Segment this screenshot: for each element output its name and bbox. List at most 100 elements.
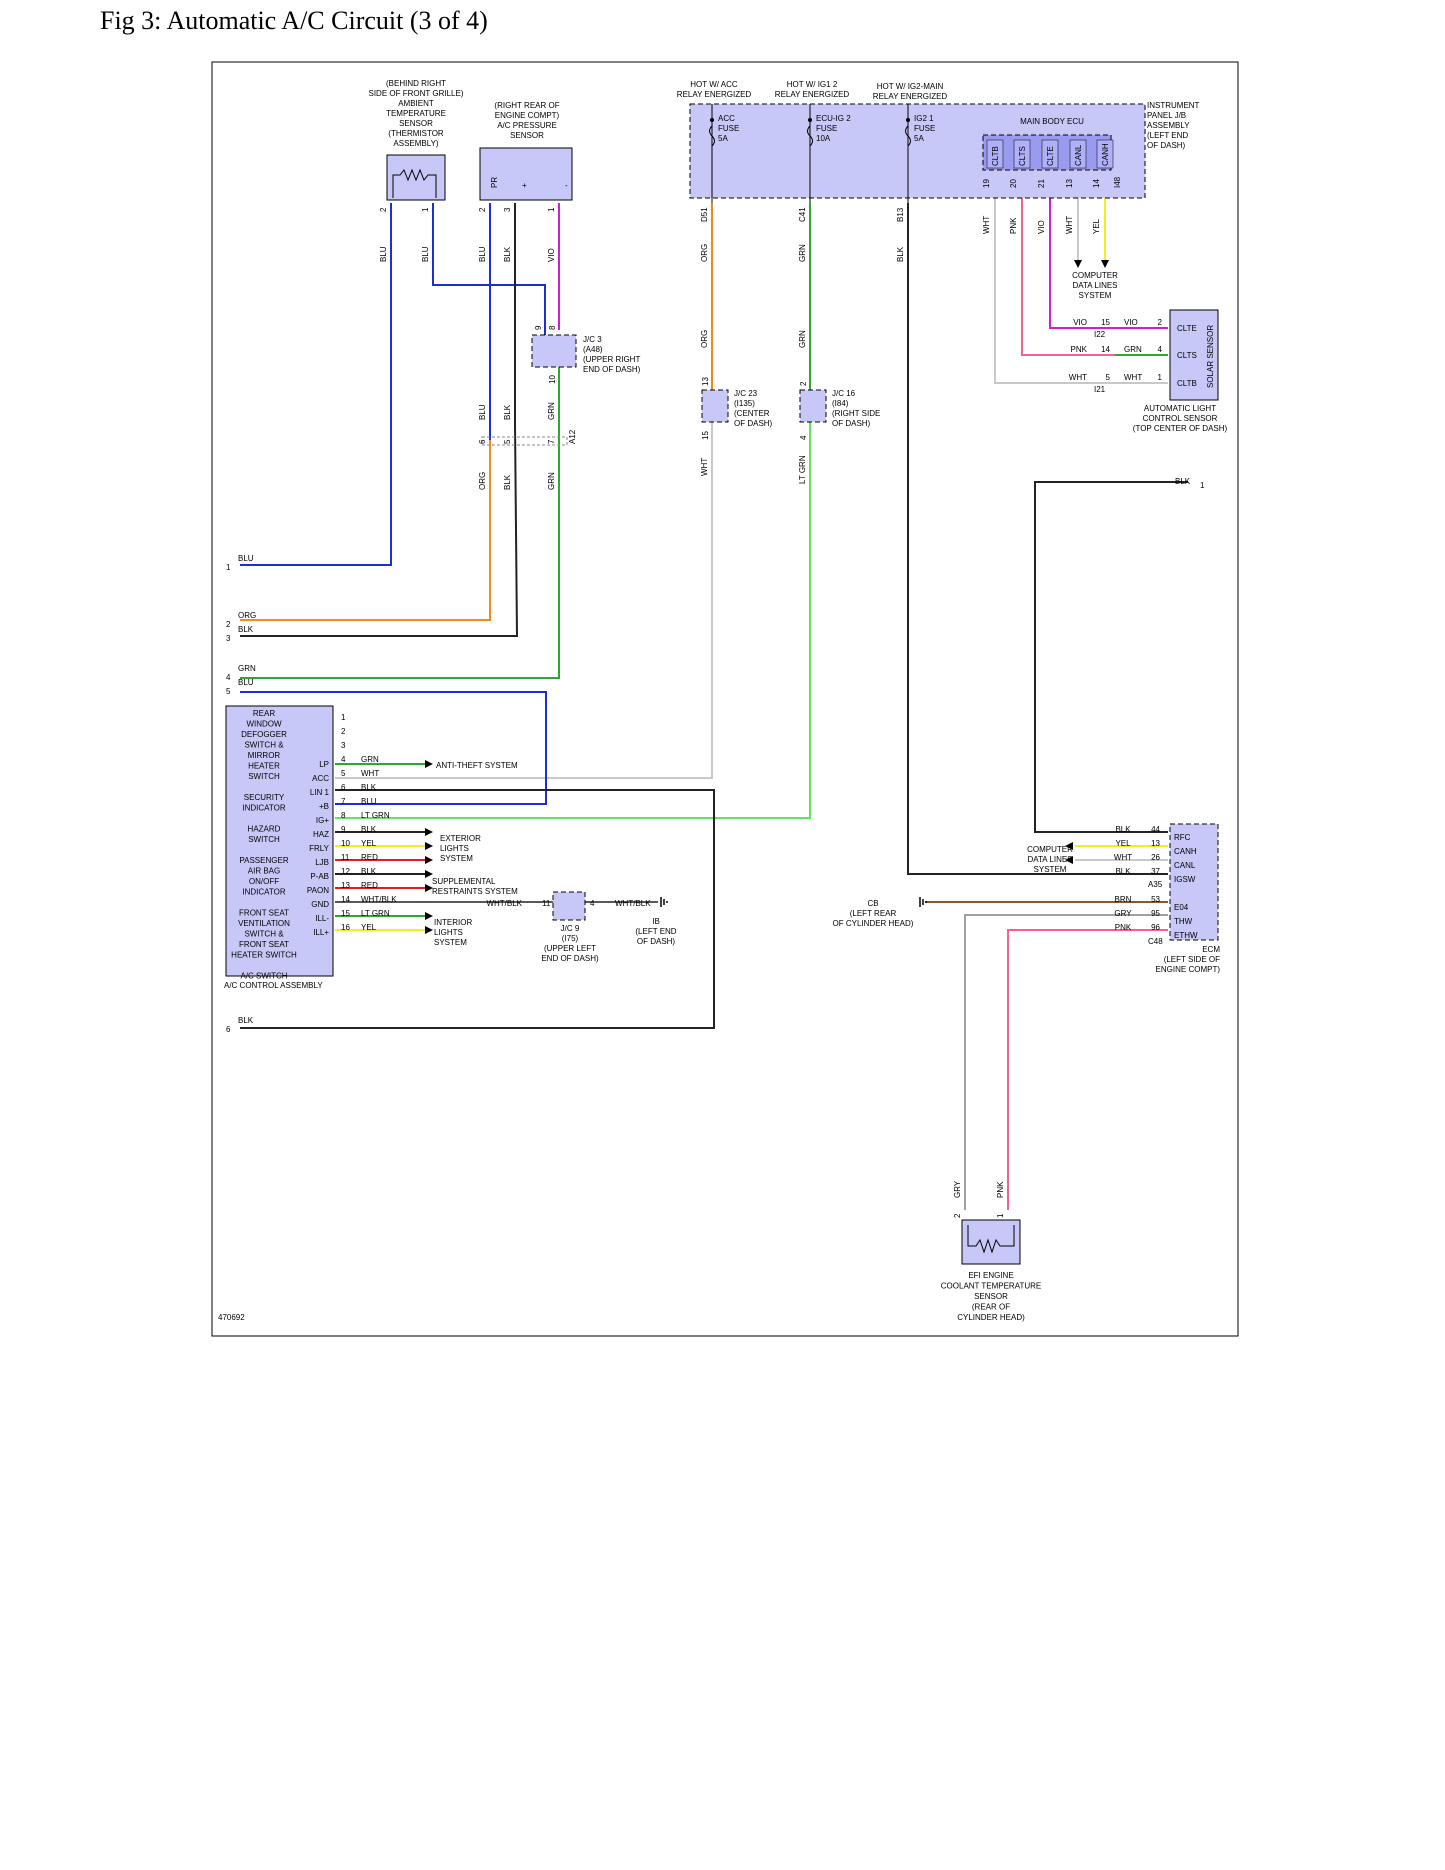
jc9-box	[552, 891, 586, 921]
ac-pin-signal: LIN 1	[310, 788, 330, 797]
ac-control-label: ON/OFF	[249, 877, 279, 886]
int-lights-label: INTERIOR	[434, 918, 472, 927]
ac-pin-signal: PAON	[307, 886, 329, 895]
jc16-box	[799, 389, 827, 423]
ac-control-label: AIR BAG	[248, 867, 280, 876]
efi-wire: PNK	[996, 1181, 1005, 1198]
wire-blk-pressure-3	[240, 203, 519, 637]
ambient-sensor-label: SIDE OF FRONT GRILLE)	[369, 89, 464, 98]
ecm-num: 37	[1151, 867, 1160, 876]
fuse-symbol	[709, 125, 715, 147]
ecu-pin-num: 14	[1092, 179, 1101, 188]
ecm-wire: YEL	[1115, 839, 1131, 848]
jc3-pin: 9	[534, 325, 543, 330]
efi-label: SENSOR	[974, 1292, 1008, 1301]
ecm-wire: PNK	[1115, 923, 1132, 932]
ac-pin-wire: LT GRN	[361, 811, 390, 820]
jc16-pin: 2	[799, 381, 808, 386]
left-terminal-num: 4	[226, 673, 231, 682]
pres-wire: VIO	[547, 248, 556, 262]
wire-blk-ig2	[907, 203, 1168, 875]
efi-wire: GRY	[953, 1180, 962, 1198]
fuse-acc-label: FUSE	[718, 124, 739, 133]
wire-ltgrn-ig	[335, 420, 811, 819]
page-title: Fig 3: Automatic A/C Circuit (3 of 4)	[100, 6, 488, 35]
amb-wire: BLU	[421, 246, 430, 262]
ac-control-label: HEATER SWITCH	[231, 951, 297, 960]
left-terminal-num: 5	[226, 687, 231, 696]
fuse-ig2-label: FUSE	[914, 124, 935, 133]
below-a12-wire: ORG	[478, 472, 487, 490]
ecm-name: ENGINE COMPT)	[1156, 965, 1221, 974]
solar-num: 5	[1106, 373, 1111, 382]
left-terminal-num: 1	[226, 563, 231, 572]
cds-ecm-label: SYSTEM	[1034, 865, 1067, 874]
ac-pin-num: 12	[341, 867, 350, 876]
ecu-wire-label: YEL	[1092, 218, 1101, 234]
ac-control-label: HEATER	[248, 762, 280, 771]
solar-title: CONTROL SENSOR	[1143, 414, 1218, 423]
jc3-box	[531, 334, 577, 368]
ac-pin-wire: BLK	[361, 867, 377, 876]
jc9-label: (UPPER LEFT	[544, 944, 596, 953]
efi-pin: 2	[953, 1213, 962, 1218]
efi-sensor-box	[961, 1219, 1021, 1265]
ecm-box	[1169, 823, 1219, 941]
ecm-pin: THW	[1174, 917, 1193, 926]
ac-pin-num: 8	[341, 811, 346, 820]
ambient-sensor-label: (BEHIND RIGHT	[386, 79, 446, 88]
fuse-acc-label: ACC	[718, 114, 735, 123]
ecu-pin-num: 20	[1009, 179, 1018, 188]
jc16-label: J/C 16	[832, 389, 856, 398]
ecu-pin-label: CANH	[1101, 143, 1110, 166]
pressure-sensor-label: ENGINE COMPT)	[495, 111, 560, 120]
ac-control-name: A/C CONTROL ASSEMBLY	[224, 981, 323, 990]
ecm-conn2: C48	[1148, 937, 1163, 946]
ac-control-label: INDICATOR	[242, 888, 285, 897]
ecu-wire-label: PNK	[1009, 217, 1018, 234]
ac-control-label: PASSENGER	[239, 856, 288, 865]
ac-pin-num: 15	[341, 909, 350, 918]
hot-acc-label: RELAY ENERGIZED	[677, 90, 752, 99]
ac-control-label: WINDOW	[246, 720, 282, 729]
left-terminal-wire: BLK	[238, 625, 254, 634]
fuse-dot	[710, 118, 714, 122]
ac-control-label: SWITCH	[248, 772, 280, 781]
ac-pin-signal: P-AB	[310, 872, 329, 881]
ecu-pin-cell	[1041, 139, 1059, 169]
left-terminal-wire: BLK	[238, 1016, 254, 1025]
ecm-pin: E04	[1174, 903, 1189, 912]
solar-pin-num: 4	[1158, 345, 1163, 354]
ecm-name: ECM	[1202, 945, 1220, 954]
wire-blu-ambient-2	[240, 203, 392, 566]
a12-pin: 6	[478, 439, 487, 444]
fuse-wire: ORG	[700, 244, 709, 262]
jc16-label: (RIGHT SIDE	[832, 409, 880, 418]
below-jc3-wire: BLK	[503, 404, 512, 420]
fuse-ig2-label: IG2 1	[914, 114, 934, 123]
ac-control-label: A/C SWITCH	[240, 972, 287, 981]
wire-blu-term5	[240, 691, 547, 805]
ac-pin-signal: HAZ	[313, 830, 329, 839]
solar-wire-left: VIO	[1073, 318, 1087, 327]
fuse-conn: C41	[798, 207, 807, 222]
ecm-wire: BLK	[1115, 867, 1131, 876]
jc-out-wire: LT GRN	[798, 455, 807, 484]
arrow-ecm-canl	[1065, 856, 1073, 864]
below-a12-wire: BLK	[503, 474, 512, 490]
ecu-pin-num: 13	[1065, 179, 1074, 188]
ambient-sensor-label: TEMPERATURE	[386, 109, 446, 118]
ib-label: (LEFT END	[635, 927, 676, 936]
arrow-cds-canl	[1074, 260, 1082, 268]
solar-pin-num: 1	[1158, 373, 1163, 382]
ecu-pin-cell	[1069, 139, 1087, 169]
wires-layer	[240, 178, 1188, 1210]
ecm-pin: IGSW	[1174, 875, 1196, 884]
ipjb-label: (LEFT END	[1147, 131, 1188, 140]
ac-pin-signal: LP	[319, 760, 329, 769]
jc-out-wire: WHT	[700, 458, 709, 476]
ac-control-label: FRONT SEAT	[239, 940, 289, 949]
amb-wire: BLU	[379, 246, 388, 262]
ac-pin-wire: BLK	[361, 825, 377, 834]
solar-title: (TOP CENTER OF DASH)	[1133, 424, 1228, 433]
